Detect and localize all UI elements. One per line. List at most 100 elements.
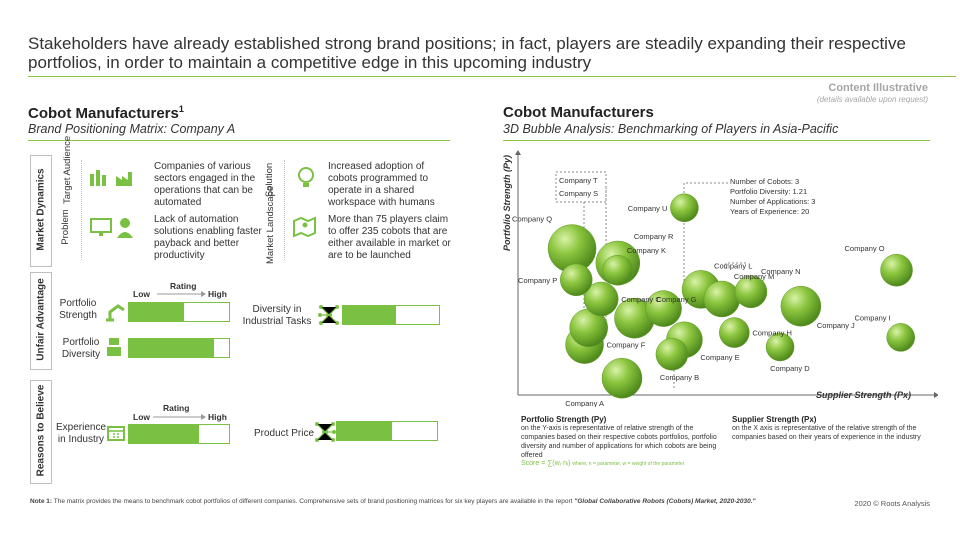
computer-worker-icon bbox=[90, 218, 133, 238]
bubble-label: Company G bbox=[656, 295, 696, 304]
bubble-label: Company H bbox=[752, 329, 792, 338]
bubble-chart: Company A Company B Company C Company D Comp… bbox=[512, 150, 938, 407]
bubble-company-k bbox=[602, 254, 634, 286]
portfolio-strength-label: Portfolio Strength bbox=[59, 298, 97, 321]
bubble-label: Company O bbox=[845, 244, 885, 253]
bubble-label: Company K bbox=[627, 246, 666, 255]
py-text: on the Y-axis is representative of relat… bbox=[521, 425, 717, 459]
robot-arm-icon bbox=[106, 304, 125, 322]
bubble-label: Company C bbox=[621, 295, 661, 304]
bubble-company-i bbox=[886, 323, 915, 352]
bubble-company-o bbox=[880, 253, 913, 287]
unfair-advantage-box: Unfair Advantage bbox=[30, 272, 52, 370]
bubble-label: Company Q bbox=[512, 215, 552, 224]
callout-line: Number of Applications: 3 bbox=[730, 197, 816, 206]
target-audience-label: Target Audience bbox=[62, 135, 73, 204]
bubble-company-h bbox=[719, 317, 750, 348]
market-landscape-text: More than 75 players claim to offer 235 … bbox=[328, 214, 451, 261]
rating-label: Rating bbox=[170, 281, 197, 291]
experience-bar bbox=[128, 424, 230, 444]
callout-leader bbox=[683, 182, 728, 295]
bubble-label: Company B bbox=[660, 373, 699, 382]
bubble-label: Company R bbox=[634, 232, 674, 241]
network-icon bbox=[315, 422, 336, 442]
py-title: Portfolio Strength (Py) bbox=[521, 415, 607, 424]
rating-low-label: Low bbox=[133, 289, 150, 299]
bubble-label: Company L bbox=[714, 261, 752, 270]
left-section-subtitle: Brand Positioning Matrix: Company A bbox=[28, 122, 236, 136]
bubble-label: Company F bbox=[607, 341, 646, 350]
copyright: 2020 © Roots Analysis bbox=[854, 499, 930, 508]
divider bbox=[284, 160, 285, 260]
py-description: Portfolio Strength (Py) on the Y-axis is… bbox=[521, 415, 726, 467]
map-icon bbox=[293, 216, 316, 238]
bubble-label: Company A bbox=[565, 399, 604, 407]
bubble-label: Company D bbox=[770, 364, 810, 373]
portfolio-diversity-bar bbox=[128, 338, 230, 358]
market-landscape-label: Market Landscape bbox=[265, 185, 276, 264]
y-axis-title: Portfolio Strength (Py) bbox=[502, 155, 512, 251]
content-illustrative-sub: (details available upon request) bbox=[816, 95, 928, 104]
lightbulb-icon bbox=[298, 167, 314, 187]
grouped-bubble-label: Company S bbox=[559, 189, 598, 198]
reasons-to-believe-label: Reasons to Believe bbox=[35, 384, 47, 477]
bubble-company-u bbox=[670, 193, 699, 223]
page-title: Stakeholders have already established st… bbox=[28, 34, 906, 72]
callout-line: Number of Cobots: 3 bbox=[730, 177, 800, 186]
rating-low-label: Low bbox=[133, 412, 150, 422]
portfolio-strength-bar bbox=[128, 302, 230, 322]
bubble-label: Company E bbox=[700, 353, 739, 362]
grouped-bubble-label: Company T bbox=[559, 176, 598, 185]
bubble-company-n bbox=[734, 275, 768, 309]
experience-label: Experience in Industry bbox=[55, 422, 107, 445]
target-audience-text: Companies of various sectors engaged in … bbox=[154, 161, 256, 208]
bubble-label: Company U bbox=[628, 204, 668, 213]
px-text: on the X axis is representative of the r… bbox=[732, 425, 921, 441]
diversity-tasks-bar bbox=[342, 305, 440, 325]
bubble-company-b bbox=[655, 337, 689, 371]
callout-line: Portfolio Diversity: 1.21 bbox=[730, 187, 808, 196]
bubble-company-a bbox=[601, 357, 643, 399]
unfair-advantage-label: Unfair Advantage bbox=[35, 278, 47, 361]
bubble-company-m bbox=[703, 280, 741, 318]
rating-label: Rating bbox=[163, 403, 190, 413]
px-description: Supplier Strength (Px) on the X axis is … bbox=[732, 415, 932, 442]
market-dynamics-label: Market Dynamics bbox=[35, 168, 47, 251]
left-section-rule bbox=[28, 140, 450, 141]
network-icon bbox=[318, 305, 339, 325]
product-price-bar bbox=[336, 421, 438, 441]
portfolio-diversity-label: Portfolio Diversity bbox=[61, 337, 101, 360]
x-axis-title: Supplier Strength (Px) bbox=[816, 390, 912, 400]
bubble-label: Company N bbox=[761, 267, 801, 276]
product-price-label: Product Price bbox=[254, 428, 315, 439]
bar-fill bbox=[343, 306, 396, 324]
right-section-subtitle: 3D Bubble Analysis: Benchmarking of Play… bbox=[503, 122, 839, 136]
bubble-company-c bbox=[583, 281, 619, 317]
footnote: Note 1: The matrix provides the means to… bbox=[30, 498, 756, 505]
robot-icon bbox=[107, 338, 121, 356]
divider bbox=[81, 160, 82, 260]
bubble-label: Company J bbox=[817, 321, 855, 330]
diversity-tasks-label: Diversity in Industrial Tasks bbox=[242, 304, 312, 327]
problem-text: Lack of automation solutions enabling fa… bbox=[154, 214, 262, 261]
factory-icon bbox=[90, 170, 132, 186]
right-section-rule bbox=[503, 140, 930, 141]
market-dynamics-box: Market Dynamics bbox=[30, 155, 52, 267]
leader-line bbox=[725, 262, 748, 269]
px-title: Supplier Strength (Px) bbox=[732, 415, 817, 424]
arrow-right-icon bbox=[157, 291, 206, 297]
content-illustrative-label: Content Illustrative bbox=[828, 82, 928, 94]
title-divider bbox=[28, 76, 956, 77]
y-axis-arrow bbox=[515, 150, 521, 155]
right-section-title: Cobot Manufacturers bbox=[503, 104, 654, 121]
bubble-label: Company M bbox=[734, 272, 774, 281]
bar-fill bbox=[129, 303, 184, 321]
bubble-company-p bbox=[559, 263, 593, 297]
problem-label: Problem bbox=[60, 209, 71, 245]
callout-line: Years of Experience: 20 bbox=[730, 207, 810, 216]
bubble-company-t bbox=[645, 290, 682, 327]
x-axis-arrow bbox=[934, 392, 938, 398]
bubble-label: Company I bbox=[854, 313, 890, 322]
arrow-right-icon bbox=[153, 414, 206, 420]
bubble-company-j bbox=[780, 285, 822, 327]
